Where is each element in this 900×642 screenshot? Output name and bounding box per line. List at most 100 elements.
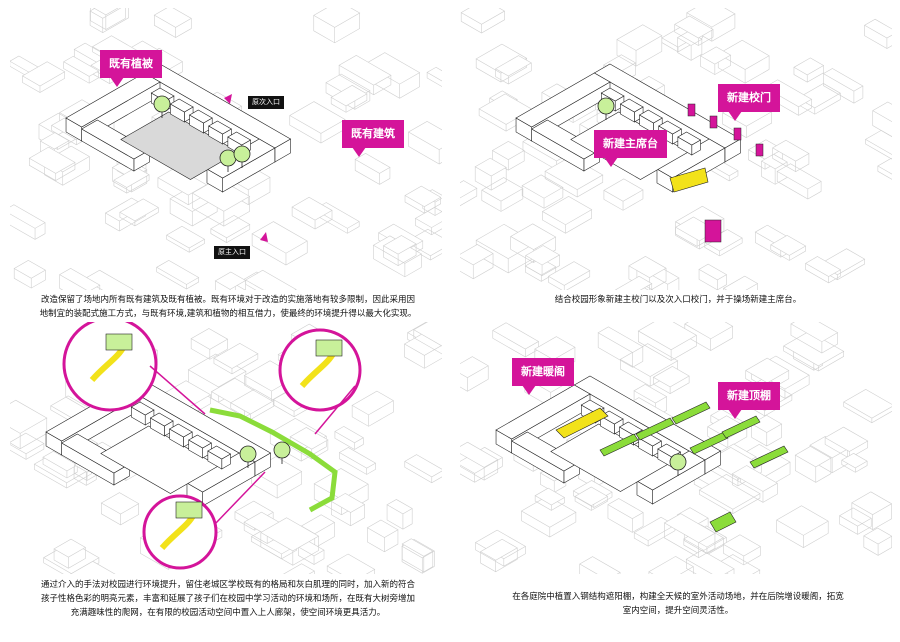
context-block [698, 263, 728, 290]
tag-existing-building: 既有建筑 [342, 120, 404, 157]
context-block [794, 446, 832, 483]
context-block [544, 156, 604, 198]
context-block [404, 454, 442, 484]
context-block [10, 399, 48, 450]
context-block [334, 426, 364, 450]
new-canopy [689, 431, 729, 455]
context-block [330, 493, 366, 527]
context-block [63, 55, 100, 84]
inner-block [677, 131, 702, 156]
context-block [100, 492, 140, 526]
context-block [313, 468, 369, 516]
context-block [414, 207, 442, 236]
context-block [776, 163, 822, 200]
context-block [251, 221, 308, 266]
context-block [190, 328, 229, 360]
context-block [492, 322, 540, 358]
context-block [534, 487, 566, 511]
context-block [805, 256, 842, 284]
context-block [21, 61, 66, 93]
elevated-corridor [209, 407, 338, 513]
new-canopy [709, 511, 737, 533]
context-block [607, 498, 644, 533]
context-block [479, 538, 518, 573]
context-block [495, 55, 532, 85]
context-block [10, 432, 45, 460]
context-block [685, 549, 735, 574]
context-block [10, 204, 46, 240]
callout-leader [149, 365, 206, 415]
context-block [841, 452, 868, 473]
context-city-blocks [10, 8, 442, 290]
context-block [838, 507, 872, 535]
entrance-marker [224, 94, 232, 104]
context-block [351, 390, 394, 427]
context-block [354, 153, 391, 185]
context-block [191, 178, 251, 227]
context-block [619, 343, 679, 387]
tree-existing [233, 145, 251, 168]
tree-existing [273, 441, 291, 464]
context-block [213, 342, 259, 375]
context-block [28, 146, 76, 181]
context-block [770, 235, 807, 261]
caption-2: 结合校园形象新建主校门以及次入口校门，并于操场新建主席台。 [554, 295, 802, 305]
context-block [863, 527, 892, 556]
context-block [521, 174, 564, 209]
context-block [698, 474, 761, 514]
context-block [574, 486, 609, 511]
context-block [407, 120, 442, 165]
caption-4: 在各庭院中植置入钢结构遮阳棚，构建全天候的室外活动场地，并在后院增设暖阁，拓宽 … [512, 592, 844, 616]
new-gate [709, 115, 718, 129]
context-block [313, 8, 361, 44]
caption-1: 改造保留了场地内所有既有建筑及既有植被。既有环境对于改造的实施落地有较多限制，因… [39, 295, 417, 319]
inner-block [619, 98, 644, 123]
context-block [460, 8, 506, 34]
label-main-entrance: 原主入口 [214, 246, 250, 259]
context-block [113, 166, 150, 194]
tree-existing [239, 445, 257, 468]
context-block [731, 465, 778, 503]
panel-gates: 新建校门 新建主席台 [460, 8, 892, 290]
context-block [652, 366, 690, 395]
building-south [61, 433, 131, 486]
context-block [481, 177, 524, 212]
callout-leader [214, 471, 266, 525]
context-block [42, 450, 78, 479]
detail-callout [142, 494, 218, 570]
context-block [783, 331, 845, 372]
context-block [53, 538, 86, 569]
building-south [81, 119, 151, 172]
new-canopy [599, 433, 639, 457]
context-block [426, 66, 442, 87]
context-block [210, 215, 251, 243]
inner-block [188, 434, 212, 459]
panel-existing: 既有植被 既有建筑 原次入口 原主入口 [10, 8, 442, 290]
context-block [615, 275, 653, 290]
context-block [404, 185, 442, 214]
context-block [525, 245, 561, 277]
context-block [460, 356, 489, 392]
axonometric-gates [460, 8, 892, 290]
tree-existing [669, 453, 687, 476]
context-block [722, 275, 759, 290]
tag-new-canopy: 新建顶棚 [718, 382, 780, 419]
context-block [330, 84, 368, 113]
context-block [843, 389, 892, 424]
tag-existing-vegetation: 既有植被 [100, 50, 162, 87]
label-secondary-entrance: 原次入口 [248, 96, 284, 109]
context-block [291, 196, 333, 230]
context-block [520, 495, 577, 538]
context-block [637, 322, 697, 361]
context-block [260, 517, 320, 566]
context-block [289, 101, 346, 144]
tree-existing [597, 97, 615, 120]
callout-leader [314, 385, 356, 435]
axonometric-canopies [460, 322, 892, 574]
context-block [13, 260, 46, 289]
context-block [474, 157, 507, 191]
context-block [616, 24, 663, 67]
new-gate [755, 143, 764, 157]
context-block [863, 18, 892, 49]
